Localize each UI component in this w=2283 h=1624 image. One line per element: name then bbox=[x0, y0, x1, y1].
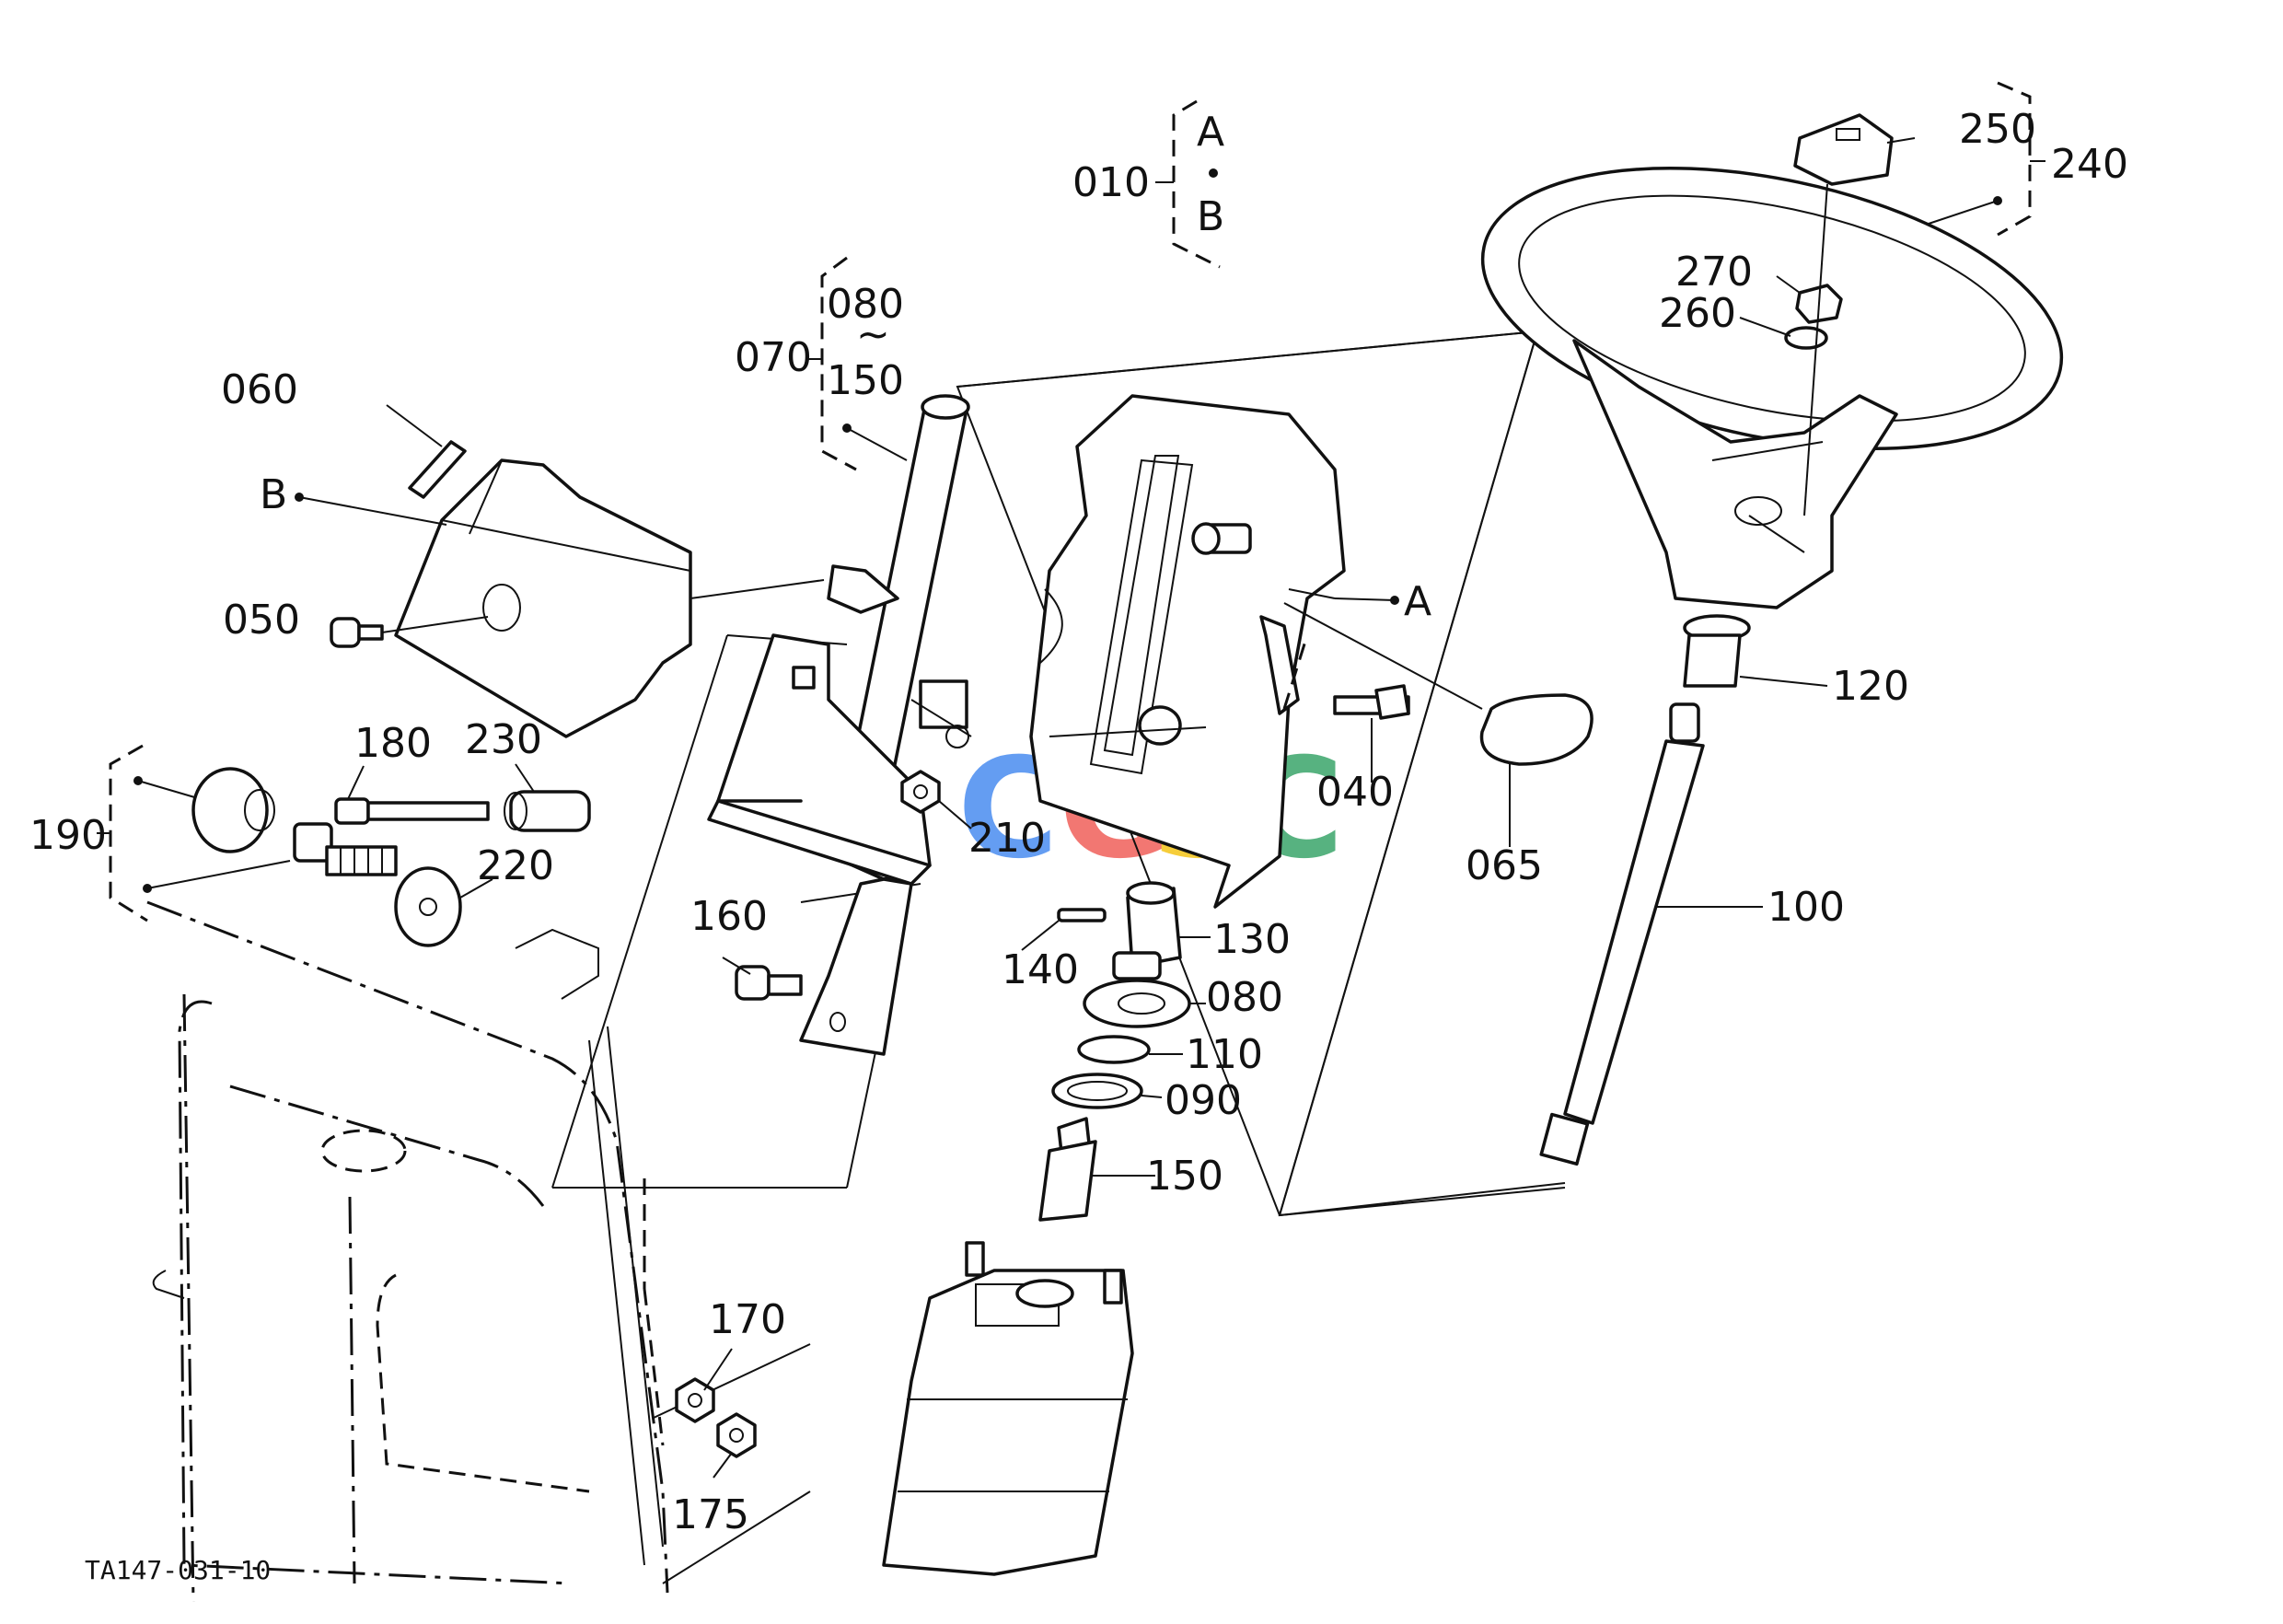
callout-050: 050 bbox=[223, 597, 300, 644]
callout-230: 230 bbox=[465, 716, 542, 763]
callout-240: 240 bbox=[2051, 141, 2128, 188]
callout-190: 190 bbox=[29, 812, 107, 859]
part-175-nut bbox=[716, 1412, 757, 1458]
callout-a: A bbox=[1404, 578, 1431, 625]
part-220-flange bbox=[394, 866, 462, 947]
part-250-cap bbox=[1793, 113, 1894, 186]
callout-170: 170 bbox=[709, 1296, 786, 1343]
part-110-ring bbox=[1077, 1035, 1151, 1064]
part-threaded-shaft bbox=[293, 822, 398, 876]
callout-labels: 010 A B 060 B 050 070 080 ~ 150 180 230 … bbox=[29, 106, 2128, 1538]
part-160-bolt bbox=[735, 965, 803, 1001]
part-040-bolt bbox=[1333, 684, 1410, 720]
part-240-steering-wheel bbox=[1480, 167, 2064, 609]
part-190-boot bbox=[191, 767, 275, 853]
group-bracket-010 bbox=[1155, 99, 1221, 269]
part-060-clip bbox=[386, 404, 467, 499]
callout-120: 120 bbox=[1832, 663, 1909, 710]
callout-210: 210 bbox=[968, 815, 1046, 862]
part-130-coupling bbox=[1112, 881, 1182, 980]
callout-065: 065 bbox=[1466, 842, 1543, 889]
callout-140: 140 bbox=[1002, 946, 1079, 993]
part-120-bushing bbox=[1683, 614, 1751, 688]
callout-160: 160 bbox=[690, 893, 768, 940]
part-080-bearing bbox=[1083, 979, 1191, 1028]
part-column-bracket bbox=[707, 564, 972, 1056]
assembly-plane-outlines bbox=[551, 330, 1566, 1217]
callout-220: 220 bbox=[477, 842, 554, 889]
part-180-rod bbox=[334, 797, 490, 825]
part-150-shaft bbox=[1038, 1117, 1097, 1222]
wheel-axis-line bbox=[1803, 183, 1828, 516]
part-panel-a bbox=[1029, 394, 1346, 909]
callout-040: 040 bbox=[1316, 769, 1394, 816]
callout-090: 090 bbox=[1165, 1077, 1242, 1124]
part-090-ring bbox=[1051, 1073, 1143, 1109]
callout-080-range-start: 080 bbox=[827, 281, 904, 328]
callout-b: B bbox=[260, 471, 287, 518]
callout-010: 010 bbox=[1072, 159, 1150, 206]
callout-070: 070 bbox=[735, 334, 812, 381]
callout-range-tilde: ~ bbox=[856, 311, 890, 358]
drawing-code: TA147-031-10 bbox=[85, 1555, 271, 1585]
callout-100: 100 bbox=[1767, 884, 1845, 931]
callout-060: 060 bbox=[221, 366, 298, 413]
callout-150-range-end: 150 bbox=[827, 357, 904, 404]
cab-frame-outline bbox=[146, 900, 811, 1603]
callout-270: 270 bbox=[1675, 249, 1753, 296]
callout-180: 180 bbox=[354, 720, 432, 767]
callout-260: 260 bbox=[1659, 290, 1736, 337]
callout-080: 080 bbox=[1206, 974, 1283, 1021]
part-cover-b bbox=[394, 458, 825, 738]
part-210-nut bbox=[900, 770, 941, 814]
part-260-washer bbox=[1784, 326, 1828, 350]
callout-130: 130 bbox=[1213, 916, 1291, 963]
part-steering-unit bbox=[882, 1241, 1134, 1576]
part-050-bolt bbox=[330, 616, 489, 648]
part-100-shaft bbox=[1539, 702, 1705, 1166]
part-230-knob bbox=[504, 790, 591, 832]
part-065-plug bbox=[1283, 602, 1593, 766]
callout-010-a: A bbox=[1197, 109, 1224, 156]
callout-175: 175 bbox=[672, 1491, 749, 1538]
leader-lines bbox=[295, 137, 1916, 1479]
callout-250: 250 bbox=[1959, 106, 2036, 153]
callout-150: 150 bbox=[1146, 1153, 1223, 1200]
group-bracket-070 bbox=[805, 256, 908, 471]
callout-010-b: B bbox=[1197, 193, 1224, 240]
callout-110: 110 bbox=[1186, 1031, 1263, 1078]
part-140-pin bbox=[1057, 908, 1107, 922]
group-bracket-190 bbox=[97, 744, 291, 922]
